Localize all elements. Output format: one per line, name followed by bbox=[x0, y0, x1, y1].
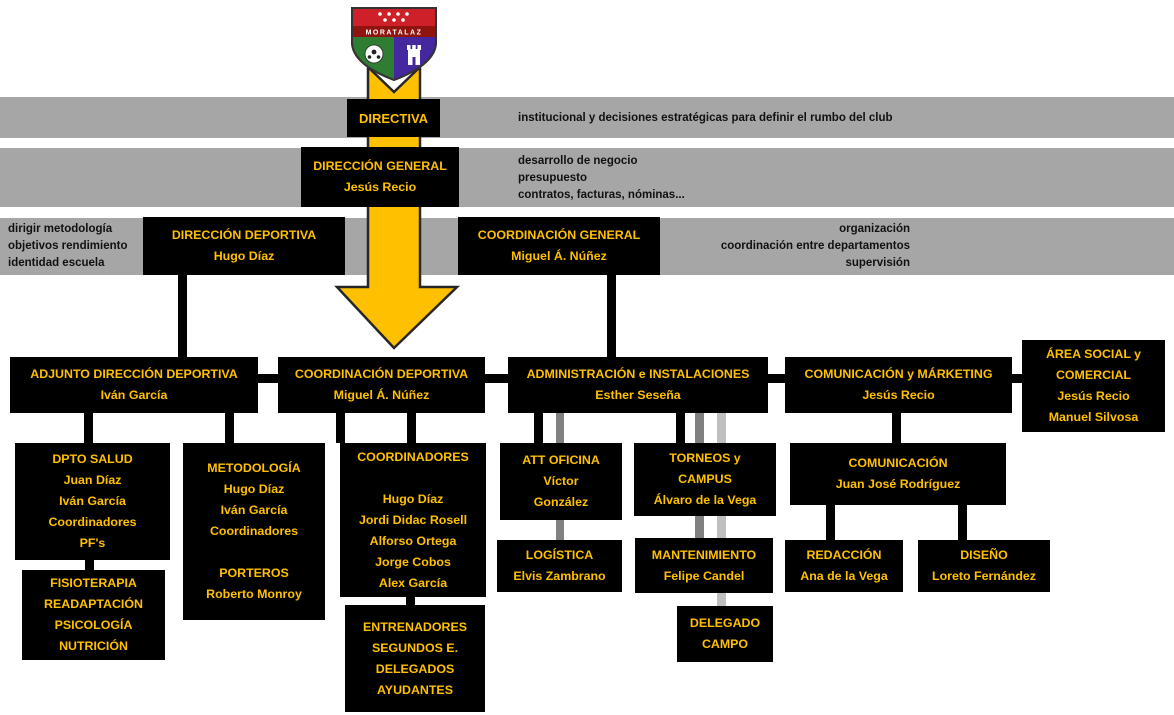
box-diseno: DISEÑO Loreto Fernández bbox=[918, 540, 1050, 592]
box-administracion-instalaciones: ADMINISTRACIÓN e INSTALACIONES Esther Se… bbox=[508, 357, 768, 413]
connector-att-oficina-logistica bbox=[556, 520, 564, 540]
band-direccion-general bbox=[0, 148, 1174, 207]
box-coordinadores: COORDINADORES Hugo Díaz Jordi Didac Rose… bbox=[340, 443, 486, 597]
club-crest: MORATALAZ bbox=[351, 7, 437, 82]
castle-icon bbox=[407, 45, 421, 65]
note-direccion-general: desarrollo de negocio presupuesto contra… bbox=[518, 155, 685, 201]
crest-stars bbox=[378, 12, 409, 22]
connector-gray-torneos-1 bbox=[695, 413, 704, 443]
football-icon bbox=[364, 44, 384, 64]
connector-marketing-comunicacion bbox=[892, 413, 901, 443]
connector-direccion-deportiva-adjunto bbox=[178, 275, 187, 357]
box-mantenimiento: MANTENIMIENTO Felipe Candel bbox=[635, 538, 773, 593]
box-metodologia-porteros: METODOLOGÍA Hugo Díaz Iván García Coordi… bbox=[183, 443, 325, 620]
connector-administracion-torneos bbox=[676, 413, 685, 443]
connector-coordinadores-entrenadores bbox=[406, 597, 415, 606]
box-delegado-campo: DELEGADO CAMPO bbox=[677, 606, 773, 662]
connector-row4-link-1 bbox=[258, 374, 278, 383]
box-entrenadores: ENTRENADORES SEGUNDOS E. DELEGADOS AYUDA… bbox=[345, 605, 485, 712]
box-direccion-general: DIRECCIÓN GENERAL Jesús Recio bbox=[301, 147, 459, 207]
box-direccion-deportiva: DIRECCIÓN DEPORTIVA Hugo Díaz bbox=[143, 217, 345, 275]
box-comunicacion: COMUNICACIÓN Juan José Rodríguez bbox=[790, 443, 1006, 505]
box-adjunto-direccion-deportiva: ADJUNTO DIRECCIÓN DEPORTIVA Iván García bbox=[10, 357, 258, 413]
box-dpto-salud: DPTO SALUD Juan Díaz Iván García Coordin… bbox=[15, 443, 170, 560]
connector-coordinacion-general-administracion bbox=[607, 275, 616, 357]
connector-gray-att-oficina bbox=[556, 413, 564, 443]
connector-torneos-mantenimiento-1 bbox=[695, 516, 704, 538]
box-fisioterapia: FISIOTERAPIA READAPTACIÓN PSICOLOGÍA NUT… bbox=[22, 570, 165, 660]
box-area-social-comercial: ÁREA SOCIAL y COMERCIAL Jesús Recio Manu… bbox=[1022, 340, 1165, 432]
box-att-oficina: ATT OFICINA Víctor González bbox=[500, 443, 622, 520]
connector-torneos-mantenimiento-2 bbox=[717, 516, 726, 538]
connector-mantenimiento-delegado-campo bbox=[717, 593, 726, 606]
connector-row4-link-3 bbox=[768, 374, 785, 383]
box-coordinacion-general: COORDINACIÓN GENERAL Miguel Á. Núñez bbox=[458, 217, 660, 275]
note-coordinacion-general: organización coordinación entre departam… bbox=[720, 223, 910, 269]
connector-comunicacion-diseno bbox=[958, 505, 967, 540]
crest-banner bbox=[352, 26, 436, 37]
connector-row4-link-2 bbox=[485, 374, 508, 383]
box-redaccion: REDACCIÓN Ana de la Vega bbox=[785, 540, 903, 592]
connector-adjunto-metodologia bbox=[225, 413, 234, 443]
box-coordinacion-deportiva: COORDINACIÓN DEPORTIVA Miguel Á. Núñez bbox=[278, 357, 485, 413]
note-directiva: institucional y decisiones estratégicas … bbox=[518, 112, 893, 124]
note-direccion-deportiva: dirigir metodología objetivos rendimient… bbox=[8, 223, 128, 269]
crest-banner-text: MORATALAZ bbox=[366, 30, 423, 37]
connector-comunicacion-redaccion bbox=[826, 505, 835, 540]
box-comunicacion-marketing: COMUNICACIÓN y MÁRKETING Jesús Recio bbox=[785, 357, 1012, 413]
flow-arrow bbox=[334, 64, 461, 350]
box-directiva: DIRECTIVA bbox=[347, 99, 440, 137]
connector-row4-link-4 bbox=[1012, 374, 1022, 383]
band-directiva bbox=[0, 97, 1174, 138]
connector-adjunto-dpto-salud bbox=[84, 413, 93, 443]
box-logistica: LOGÍSTICA Elvis Zambrano bbox=[497, 540, 622, 592]
connector-dpto-salud-fisioterapia bbox=[85, 560, 94, 570]
connector-gray-torneos-2 bbox=[717, 413, 726, 443]
box-torneos-campus: TORNEOS y CAMPUS Álvaro de la Vega bbox=[634, 443, 776, 516]
connector-coordinacion-deportiva-coordinadores-left bbox=[336, 413, 345, 443]
connector-coordinacion-deportiva-coordinadores bbox=[407, 413, 416, 443]
connector-administracion-att-oficina bbox=[534, 413, 543, 443]
